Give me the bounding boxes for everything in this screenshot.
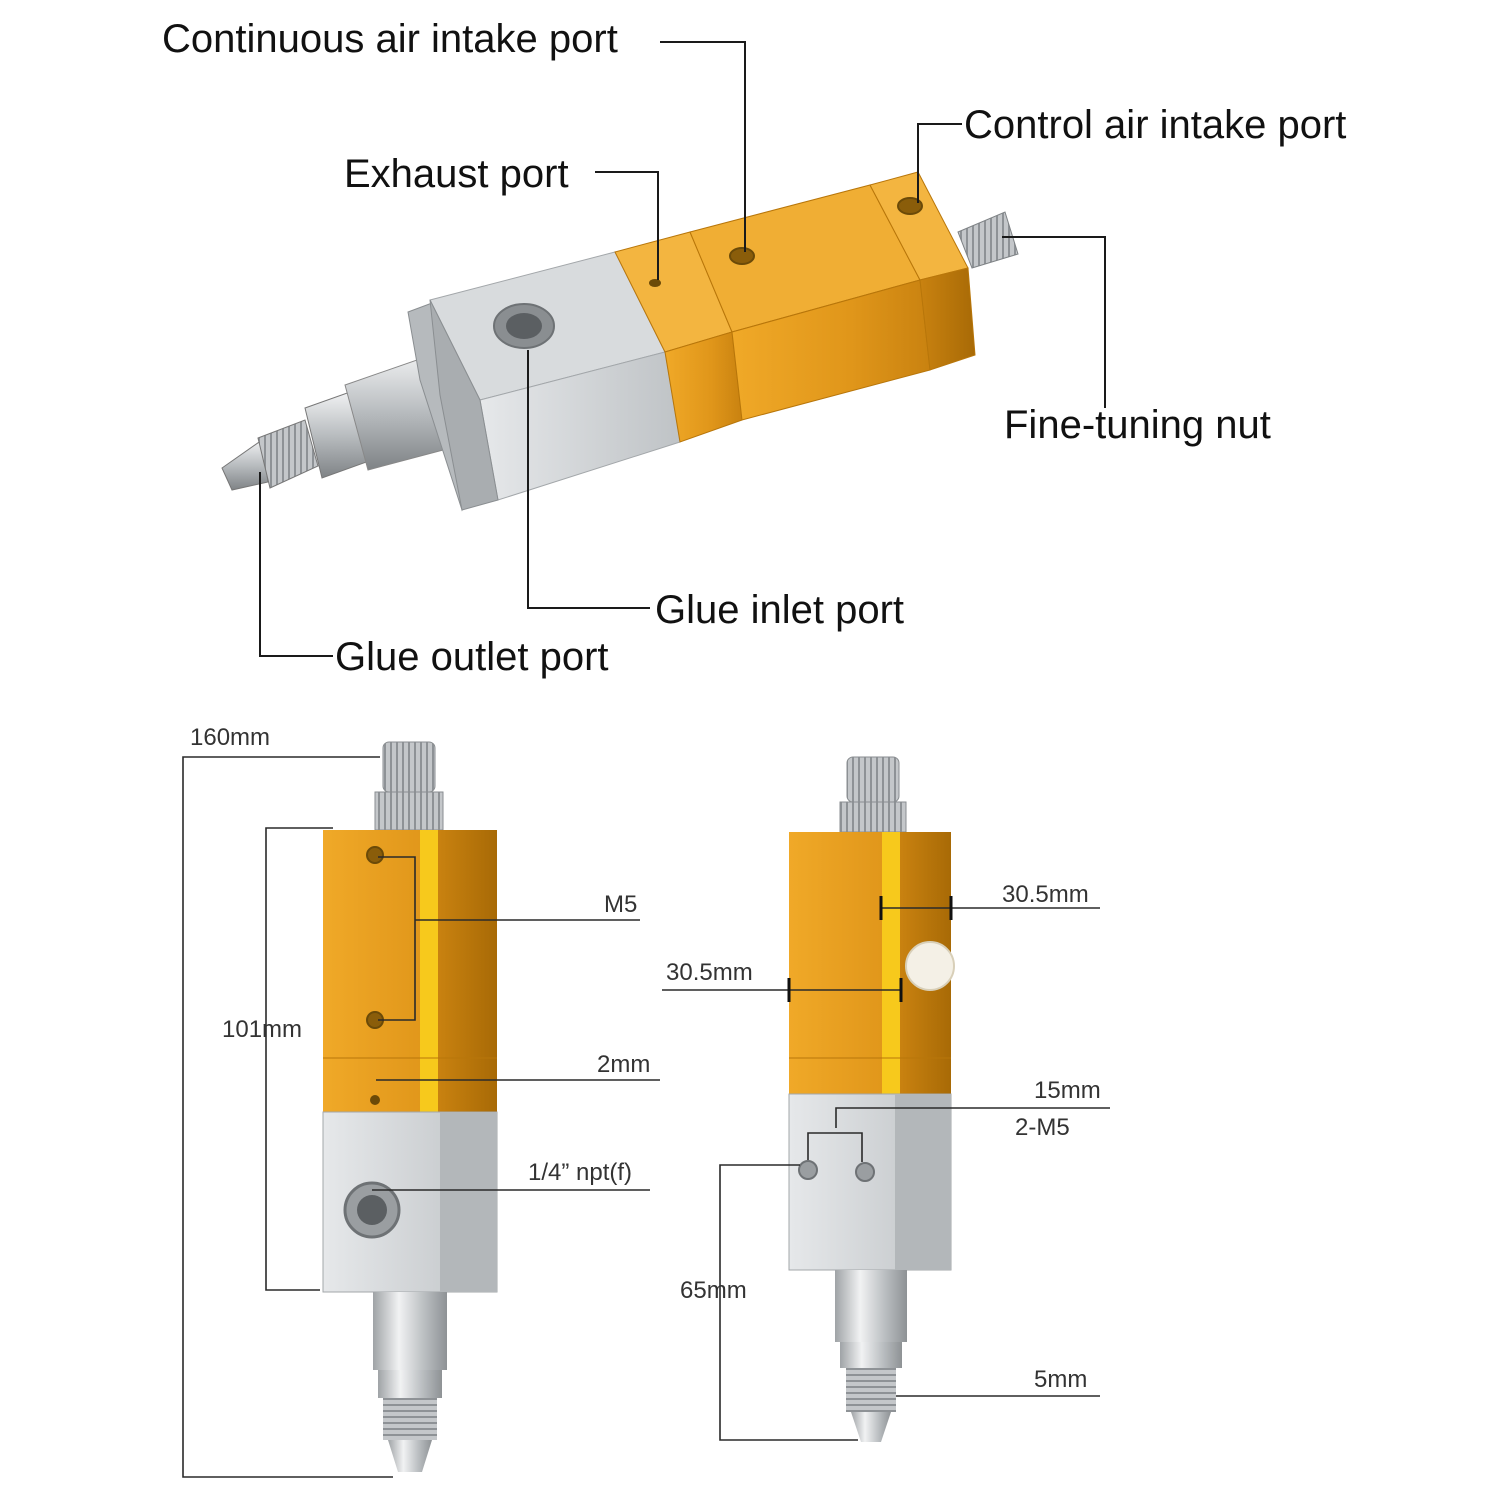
dim-body-length-line	[265, 827, 333, 1291]
left-nozzle-tip	[388, 1440, 432, 1472]
dim-air-thread: M5	[604, 891, 637, 918]
label-continuous-air: Continuous air intake port	[162, 17, 618, 61]
fine-tuning-knob	[957, 211, 1019, 269]
dim-tip-diameter: 5mm	[1034, 1366, 1087, 1393]
right-shaft	[835, 1270, 907, 1342]
dim-m5-bracket	[378, 856, 416, 1021]
dim-exhaust-hole: 2mm	[597, 1051, 650, 1078]
outlet-knurled-nut	[257, 419, 319, 489]
dim-mount-thread: 2-M5	[1015, 1114, 1070, 1141]
label-exhaust: Exhaust port	[344, 152, 569, 196]
exhaust-port-hole	[649, 279, 661, 287]
left-m5-hole-top	[366, 846, 384, 864]
dim-body-length: 101mm	[222, 1016, 302, 1043]
left-knob-base	[374, 791, 444, 831]
side-view-left	[322, 741, 498, 1472]
right-dimension-lines	[662, 896, 1110, 1441]
label-glue-outlet: Glue outlet port	[335, 635, 609, 679]
leader-continuous-air	[660, 41, 746, 252]
left-steel-side	[440, 1112, 497, 1292]
dim-inlet-thread: 1/4” npt(f)	[528, 1159, 632, 1186]
left-outlet-knurl	[383, 1398, 437, 1440]
top-leader-lines	[259, 41, 1106, 657]
label-glue-inlet: Glue inlet port	[655, 588, 904, 632]
glue-inlet-hole-inner	[506, 313, 542, 339]
leader-exhaust	[595, 171, 659, 280]
right-mount-hole-left	[798, 1160, 818, 1180]
right-hex	[840, 1342, 902, 1368]
dim-mount-to-tip: 65mm	[680, 1277, 747, 1304]
dim-width-side: 30.5mm	[1002, 881, 1089, 908]
dim-mount-bracket	[807, 1132, 863, 1162]
dim-mount-to-tip-line	[719, 1164, 858, 1441]
label-control-air: Control air intake port	[964, 103, 1346, 147]
right-steel-side	[895, 1094, 951, 1270]
right-knob-base	[839, 801, 907, 833]
right-outlet-knurl	[846, 1368, 896, 1412]
leader-glue-outlet	[259, 472, 333, 657]
leader-glue-inlet	[527, 350, 650, 609]
left-shaft	[373, 1292, 447, 1370]
label-fine-tuning: Fine-tuning nut	[1004, 403, 1271, 447]
isometric-valve-view	[221, 171, 1019, 512]
dim-mount-spacing: 15mm	[1034, 1077, 1101, 1104]
left-inlet-hole-inner	[357, 1195, 387, 1225]
gold-block-3-front	[919, 267, 976, 371]
leader-control-air	[917, 123, 962, 203]
right-nozzle-tip	[851, 1412, 891, 1442]
dim-mount-spacing-leader	[835, 1107, 1110, 1128]
right-label-sticker	[905, 941, 955, 991]
left-gold-side	[438, 830, 497, 1112]
left-dimension-lines	[182, 756, 660, 1478]
left-knob-top	[382, 741, 436, 793]
control-air-port-hole	[897, 197, 923, 215]
dim-overall-length-line	[182, 756, 393, 1478]
left-hex	[378, 1370, 442, 1398]
dim-width-front: 30.5mm	[666, 959, 753, 986]
right-knob-top	[846, 756, 900, 803]
left-exhaust-hole	[370, 1095, 380, 1105]
front-view-right	[788, 756, 955, 1442]
dim-overall-length: 160mm	[190, 724, 270, 751]
nozzle-tip	[221, 439, 269, 491]
right-gold-highlight	[882, 832, 900, 1094]
leader-fine-tuning	[1002, 236, 1106, 408]
left-gold-highlight	[420, 830, 438, 1112]
steel-block-side	[429, 299, 499, 511]
continuous-air-port-hole	[729, 247, 755, 265]
right-mount-hole-right	[855, 1162, 875, 1182]
